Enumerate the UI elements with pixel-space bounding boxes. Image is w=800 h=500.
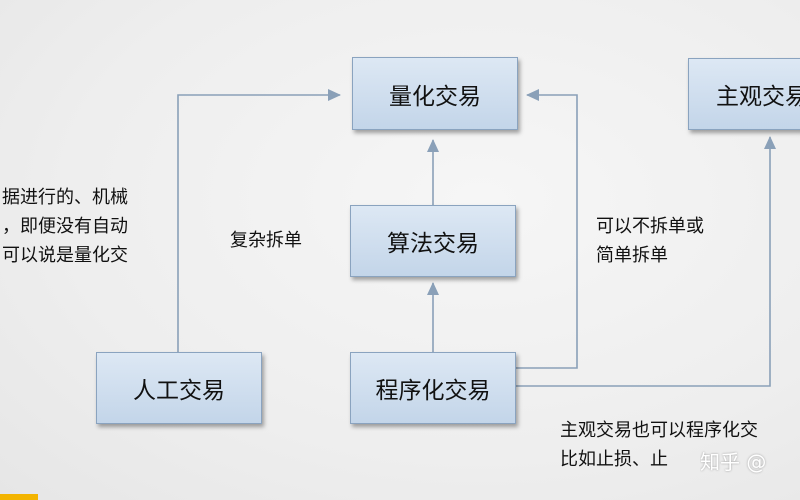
simple-split-line: 简单拆单: [596, 245, 668, 266]
bottom-note-line: 主观交易也可以程序化交: [560, 420, 758, 441]
bottom-note: 主观交易也可以程序化交 比如止损、止: [560, 416, 800, 474]
left-description: 据进行的、机械 ，即便没有自动 可以说是量化交: [2, 183, 128, 270]
simple-split-label: 可以不拆单或 简单拆单: [596, 212, 704, 270]
left-description-line: ，即便没有自动: [2, 216, 128, 237]
node-algo-trading: 算法交易: [350, 205, 516, 277]
node-manual-trading: 人工交易: [96, 352, 262, 424]
left-description-line: 可以说是量化交: [2, 245, 128, 266]
connector-manual-to-quant: [177, 89, 341, 352]
node-subjective-trading: 主观交易: [688, 58, 800, 130]
connector-programmatic-to-subjective: [515, 136, 776, 387]
corner-accent-bar: [0, 494, 38, 500]
simple-split-line: 可以不拆单或: [596, 216, 704, 237]
connector-programmatic-to-quant: [515, 89, 578, 369]
left-description-line: 据进行的、机械: [2, 187, 128, 208]
watermark: 知乎 @: [700, 450, 767, 474]
bottom-note-line: 比如止损、止: [560, 449, 668, 470]
node-programmatic-trading: 程序化交易: [350, 352, 516, 424]
complex-split-label: 复杂拆单: [230, 230, 302, 251]
node-quant-trading: 量化交易: [352, 57, 518, 130]
